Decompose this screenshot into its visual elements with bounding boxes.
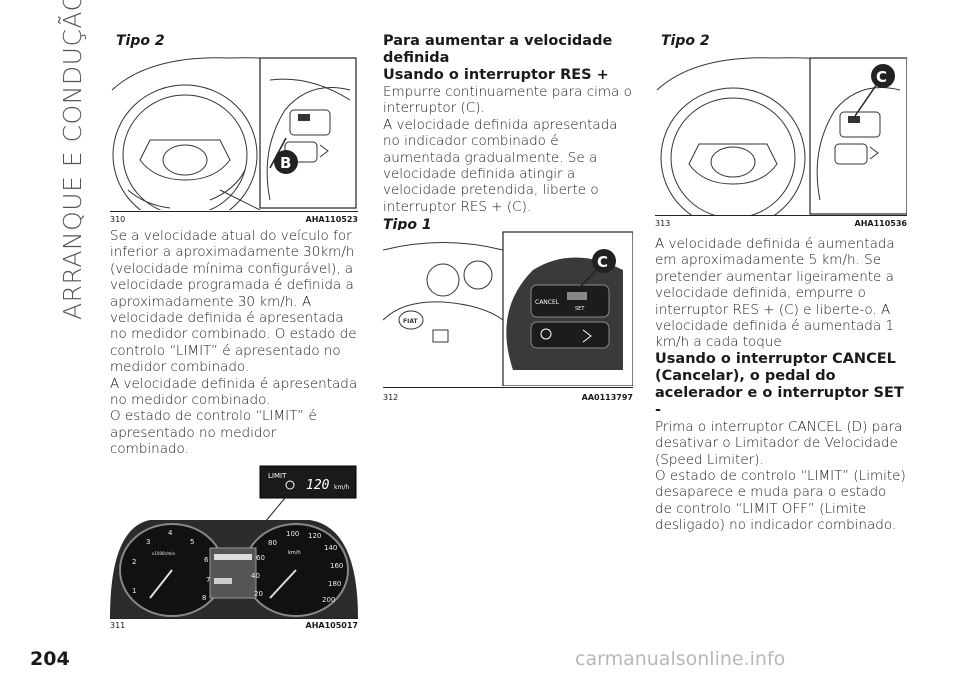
figure-code: AA0113797 [581, 393, 633, 402]
svg-text:80: 80 [268, 539, 277, 547]
svg-text:180: 180 [328, 580, 341, 588]
svg-text:4: 4 [168, 529, 173, 537]
figure-312: FIAT CANCEL SET C 312 AA0113797 [383, 230, 633, 410]
paragraph: Se a velocidade atual do veículo for inf… [110, 228, 357, 376]
svg-text:5: 5 [190, 538, 194, 546]
svg-text:6: 6 [204, 556, 209, 564]
steering-wheel-illustration: C [656, 57, 907, 215]
svg-text:7: 7 [206, 576, 210, 584]
svg-text:1: 1 [132, 587, 136, 595]
figure-code: AHA110523 [305, 215, 358, 224]
steering-wheel-illustration: B [111, 57, 357, 210]
heading-tipo-1: Tipo 1 [383, 217, 432, 234]
figure-310: B 310 AHA110523 [110, 50, 358, 225]
svg-text:3: 3 [146, 538, 150, 546]
page-number: 204 [30, 648, 70, 670]
svg-text:60: 60 [256, 554, 265, 562]
svg-text:B: B [280, 154, 291, 172]
section-heading: Usando o interruptor CANCEL (Cancelar), … [655, 350, 904, 418]
svg-text:x1000r/min: x1000r/min [152, 551, 176, 556]
svg-text:100: 100 [286, 530, 299, 538]
paragraph: A velocidade definida é apresentada no m… [110, 375, 358, 409]
paragraph: O estado de controlo “LIMIT” (Limite) de… [655, 468, 906, 534]
paragraph: O estado de controlo “LIMIT” é apresenta… [110, 408, 317, 458]
svg-text:km/h: km/h [288, 550, 301, 556]
watermark: carmanualsonline.info [575, 648, 786, 670]
col3-text: A velocidade definida é aumentada em apr… [655, 236, 907, 534]
svg-text:200: 200 [322, 596, 335, 604]
svg-text:160: 160 [330, 562, 343, 570]
figure-number: 312 [383, 393, 399, 402]
figure-number: 311 [110, 621, 126, 630]
svg-text:CANCEL: CANCEL [535, 299, 560, 306]
figure-313: C 313 AHA110536 [655, 50, 907, 230]
figure-311: LIMIT 120 km/h 1 2 3 4 5 6 7 8 x1000r/m [110, 458, 358, 630]
svg-text:km/h: km/h [334, 484, 349, 491]
paragraph: Empurre continuamente para cima o interr… [383, 84, 632, 117]
instrument-cluster-illustration: LIMIT 120 km/h 1 2 3 4 5 6 7 8 x1000r/m [110, 465, 358, 618]
figure-number: 310 [110, 215, 126, 224]
paragraph: Prima o interruptor CANCEL (D) para desa… [655, 418, 903, 468]
section-subheading: Usando o interruptor RES + [383, 67, 609, 83]
svg-text:20: 20 [254, 590, 263, 598]
svg-text:FIAT: FIAT [403, 318, 419, 325]
svg-text:2: 2 [132, 558, 136, 566]
svg-text:120: 120 [306, 478, 330, 493]
heading-tipo-2: Tipo 2 [661, 33, 710, 49]
paragraph: A velocidade definida apresentada no ind… [383, 116, 618, 215]
svg-text:LIMIT: LIMIT [268, 472, 287, 480]
steering-switch-closeup: FIAT CANCEL SET C [383, 231, 633, 386]
figure-number: 313 [655, 219, 671, 228]
svg-text:8: 8 [202, 594, 206, 602]
col1-text: Se a velocidade atual do veículo for inf… [110, 228, 358, 458]
svg-text:C: C [597, 253, 608, 271]
paragraph: A velocidade definida é aumentada em apr… [655, 236, 895, 351]
svg-text:40: 40 [251, 572, 260, 580]
col2-text: Para aumentar a velocidade definida Usan… [383, 33, 633, 233]
figure-code: AHA105017 [305, 621, 358, 630]
svg-text:140: 140 [324, 544, 337, 552]
svg-text:120: 120 [308, 532, 321, 540]
figure-code: AHA110536 [854, 219, 907, 228]
chapter-side-title: ARRANQUE E CONDUÇÃO [58, 0, 87, 320]
svg-text:SET: SET [575, 306, 585, 312]
svg-text:C: C [876, 68, 887, 86]
section-heading: Para aumentar a velocidade definida [383, 33, 613, 66]
heading-tipo-2: Tipo 2 [116, 33, 165, 49]
